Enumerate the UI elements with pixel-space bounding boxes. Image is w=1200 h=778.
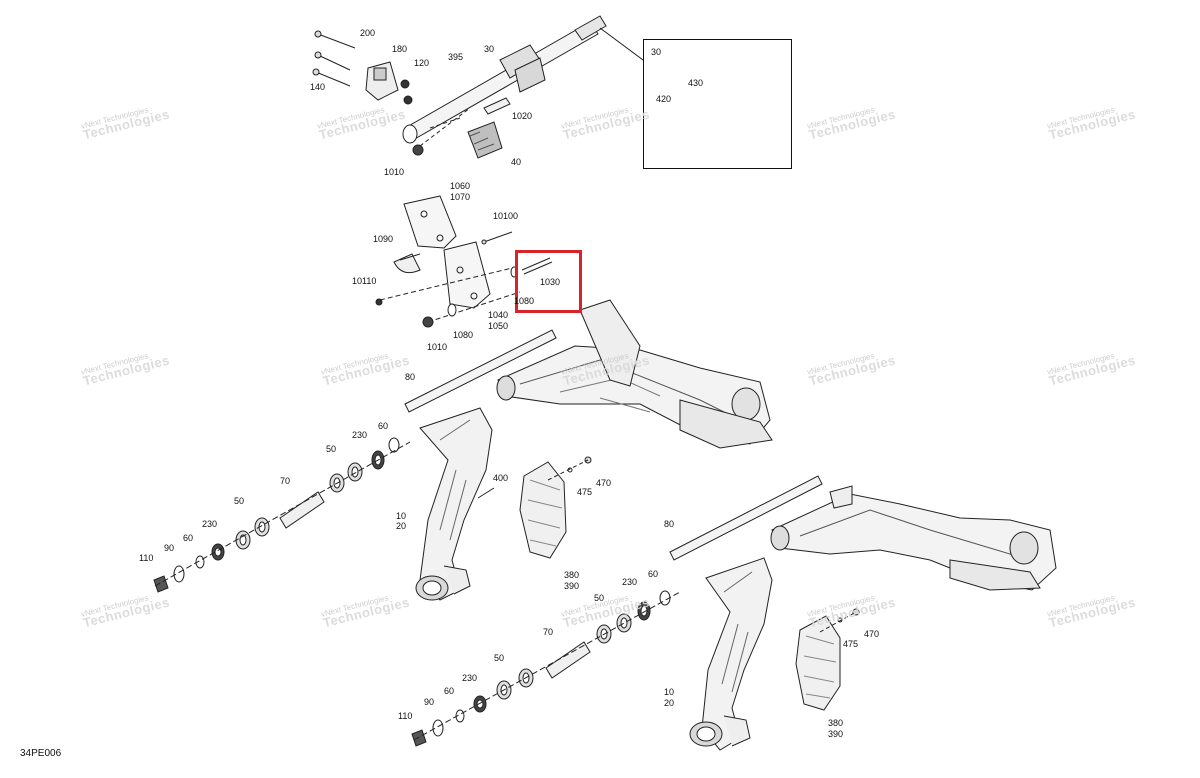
part-label-50: 50 [326, 444, 337, 454]
part-label-1080: 1080 [453, 330, 474, 340]
part-label-50: 50 [234, 496, 245, 506]
part-label-10: 10 [664, 687, 675, 697]
part-label-50: 50 [494, 653, 505, 663]
part-label-380: 380 [564, 570, 580, 580]
part-label-1020: 1020 [512, 111, 533, 121]
part-label-20: 20 [664, 698, 675, 708]
bearing-stack-second [411, 590, 681, 747]
part-label-380: 380 [828, 718, 844, 728]
pin-1030 [521, 257, 553, 275]
inset-label-420: 420 [656, 94, 672, 104]
bolt-200 [314, 30, 356, 49]
part-label-110: 110 [139, 553, 154, 563]
part-label-110: 110 [398, 711, 413, 721]
nut-10110 [375, 298, 383, 306]
part-label-390: 390 [564, 581, 580, 591]
part-label-475: 475 [843, 639, 859, 649]
part-label-230: 230 [622, 577, 638, 587]
part-label-1090: 1090 [373, 234, 394, 244]
shaft-80-second [669, 475, 823, 561]
part-label-80: 80 [405, 372, 416, 382]
nut-1010-mid [422, 316, 434, 328]
inset-label-430: 430 [688, 78, 704, 88]
part-label-180: 180 [392, 44, 408, 54]
part-label-400: 400 [493, 473, 509, 483]
part-label-50: 50 [594, 593, 605, 603]
part-label-470: 470 [864, 629, 880, 639]
part-label-1030: 1030 [540, 277, 561, 287]
part-label-395: 395 [448, 52, 464, 62]
part-label-70: 70 [543, 627, 554, 637]
part-label-390: 390 [828, 729, 844, 739]
part-label-60: 60 [444, 686, 455, 696]
part-label-140: 140 [310, 82, 326, 92]
bolt-10100 [481, 231, 513, 245]
shaft-80-first [404, 329, 557, 413]
upper-arm-second [770, 485, 1057, 591]
screw-470-first [547, 456, 592, 481]
upper-arm-first [496, 299, 773, 449]
bearing-stack-first [153, 437, 411, 593]
part-label-1040: 1040 [488, 310, 509, 320]
part-label-60: 60 [378, 421, 389, 431]
screw-470-second [819, 608, 860, 633]
bracket-1060 [403, 195, 457, 249]
part-label-80: 80 [664, 519, 675, 529]
guard-380-first [519, 461, 567, 559]
steering-shaft [402, 15, 607, 144]
nut-120 [400, 79, 413, 105]
lower-arm-second [689, 557, 773, 751]
inset-title: 30 [651, 47, 662, 57]
part-label-230: 230 [462, 673, 478, 683]
part-label-230: 230 [352, 430, 368, 440]
plate-1040 [443, 241, 491, 309]
part-label-1080: 1080 [514, 296, 535, 306]
guard-380-second [795, 615, 841, 711]
part-label-10100: 10100 [493, 211, 519, 221]
part-label-10: 10 [396, 511, 407, 521]
part-label-120: 120 [414, 58, 430, 68]
part-label-70: 70 [280, 476, 291, 486]
part-label-470: 470 [596, 478, 612, 488]
part-label-10110: 10110 [352, 276, 377, 286]
bolt-140 [312, 51, 351, 87]
detail-inset-box: 30 420 430 [643, 39, 792, 169]
part-label-90: 90 [424, 697, 435, 707]
part-label-30: 30 [484, 44, 495, 54]
block-40 [467, 121, 503, 159]
u-bolt-1090 [393, 253, 421, 274]
part-label-1010: 1010 [427, 342, 448, 352]
part-label-475: 475 [577, 487, 593, 497]
part-label-40: 40 [511, 157, 522, 167]
diagram-code: 34PE006 [20, 748, 62, 759]
nut-1010-top [412, 144, 424, 156]
part-label-200: 200 [360, 28, 376, 38]
highlight-box-1030 [515, 250, 582, 313]
clamp-180 [365, 61, 399, 101]
part-label-90: 90 [164, 543, 175, 553]
part-label-230: 230 [202, 519, 218, 529]
part-label-1010: 1010 [384, 167, 405, 177]
part-label-60: 60 [183, 533, 194, 543]
part-label-1050: 1050 [488, 321, 509, 331]
part-label-1060: 1060 [450, 181, 471, 191]
part-label-60: 60 [648, 569, 659, 579]
part-label-20: 20 [396, 521, 407, 531]
part-label-1070: 1070 [450, 192, 471, 202]
lower-arm-first [415, 407, 493, 601]
bolt-400 [477, 487, 495, 499]
pin-1020 [483, 97, 511, 115]
